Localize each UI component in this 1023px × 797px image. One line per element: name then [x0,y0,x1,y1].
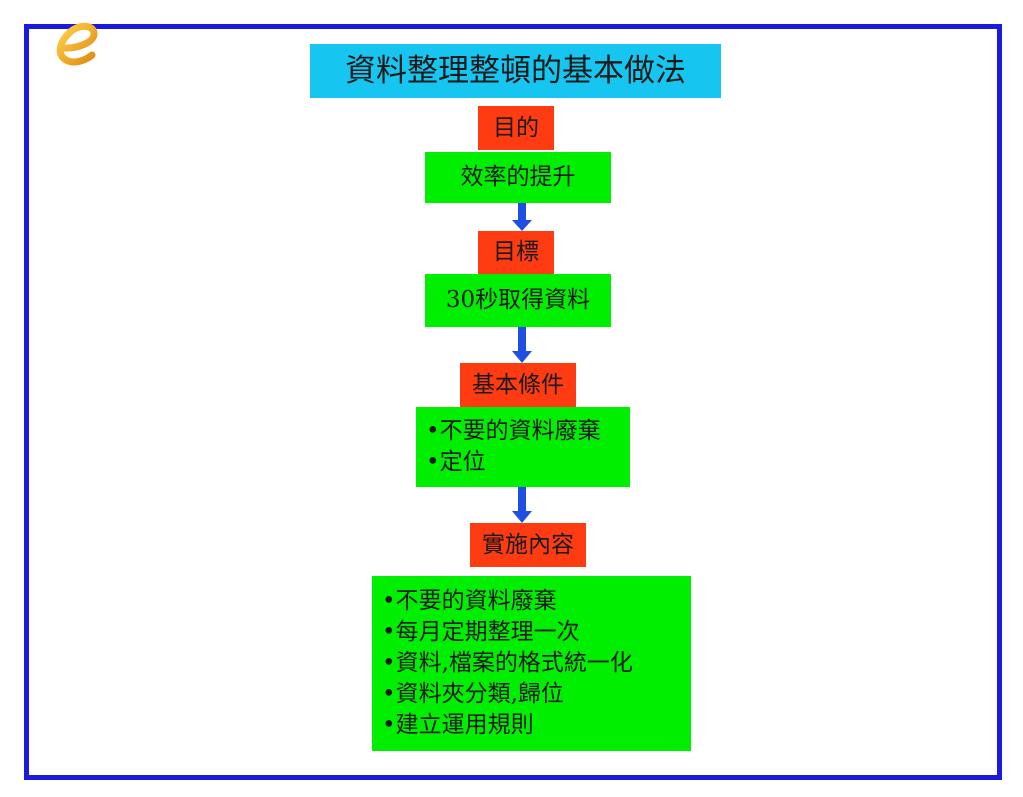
list-item: 資料夾分類,歸位 [382,679,564,710]
target-box: 30秒取得資料 [425,274,611,327]
target-label: 目標 [478,231,554,274]
purpose-box: 效率的提升 [425,152,611,203]
page-title: 資料整理整頓的基本做法 [310,44,721,98]
e-logo-icon [56,22,98,66]
purpose-label: 目的 [478,106,554,150]
list-item: 不要的資料廢棄 [426,416,601,447]
implementation-box: 不要的資料廢棄 每月定期整理一次 資料,檔案的格式統一化 資料夾分類,歸位 建立… [372,576,691,751]
down-arrow-icon [512,487,532,523]
down-arrow-icon [512,203,532,231]
list-item: 不要的資料廢棄 [382,586,557,617]
conditions-label: 基本條件 [460,363,576,407]
list-item: 每月定期整理一次 [382,617,580,648]
conditions-box: 不要的資料廢棄 定位 [416,407,630,487]
list-item: 資料,檔案的格式統一化 [382,648,633,679]
down-arrow-icon [512,327,532,363]
list-item: 建立運用規則 [382,710,534,741]
list-item: 定位 [426,447,486,478]
implementation-label: 實施內容 [470,523,586,567]
